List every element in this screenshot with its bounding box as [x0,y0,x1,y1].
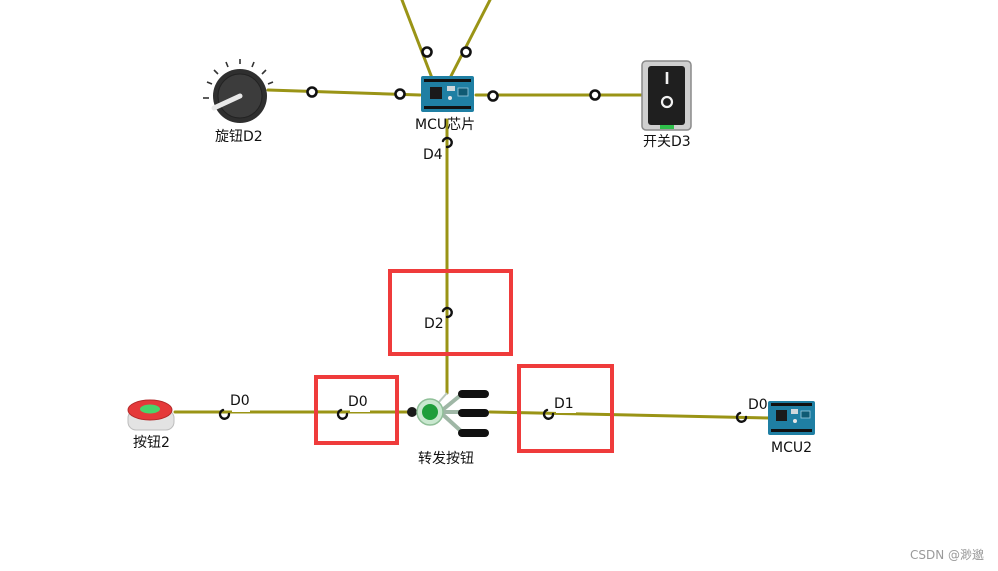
wires [173,0,772,420]
forward-button-label: 转发按钮 [418,451,474,467]
switch-status-led [660,125,674,129]
wire-forward-to-mcu2[interactable] [488,410,772,420]
port-hook-forward-d1[interactable] [542,408,555,420]
mcu2-component[interactable] [768,401,815,435]
button2-label: 按钮2 [133,435,170,451]
forward-button-component[interactable] [407,390,489,437]
button2-light [140,404,160,414]
knob-label: 旋钮D2 [215,129,263,145]
switch-label: 开关D3 [643,134,691,150]
junction-dot[interactable] [487,90,499,102]
forward-port-d1-label: D1 [554,396,574,412]
mcu-chip-component[interactable] [421,76,474,112]
highlight-box-d1 [517,364,614,453]
mcu-chip-board [421,76,474,112]
mcu-chip-port-d4: D4 [423,147,443,163]
mcu2-label: MCU2 [771,440,813,456]
highlight-box-d0 [314,375,399,445]
knob-indicator [211,93,243,111]
button2-port-d0-label: D0 [230,393,250,409]
mcu2-board [768,401,815,435]
port-hook-forward-d0[interactable] [336,408,349,420]
port-hook-forward-d2[interactable] [441,306,453,319]
knob-component[interactable] [203,59,274,123]
port-hook-button2-d0[interactable] [218,408,231,420]
mcu2-port-d0-label: D0 [748,397,768,413]
port-hook-mcu-d4[interactable] [441,136,453,149]
wire-top-right-diagonal[interactable] [448,0,492,80]
port-hooks [218,136,748,423]
highlight-box-d2 [388,269,513,356]
knob-ticks [203,59,274,99]
watermark-text: CSDN @渺邈 [909,548,984,562]
junction-dot[interactable] [589,89,601,101]
button2-component[interactable] [127,399,175,431]
junction-dot[interactable] [306,86,318,98]
junction-dot[interactable] [421,46,433,58]
mcu-chip-label: MCU芯片 [415,117,476,133]
switch-component[interactable] [641,60,692,131]
junction-dot[interactable] [460,46,472,58]
wire-top-left-diagonal[interactable] [400,0,434,80]
forward-port-d2-label: D2 [424,316,444,332]
port-hook-mcu2-d0[interactable] [735,411,748,423]
forward-button-led[interactable] [422,404,438,420]
wire-junctions [306,46,601,102]
junction-dot[interactable] [394,88,406,100]
forward-port-d0-label: D0 [348,394,368,410]
